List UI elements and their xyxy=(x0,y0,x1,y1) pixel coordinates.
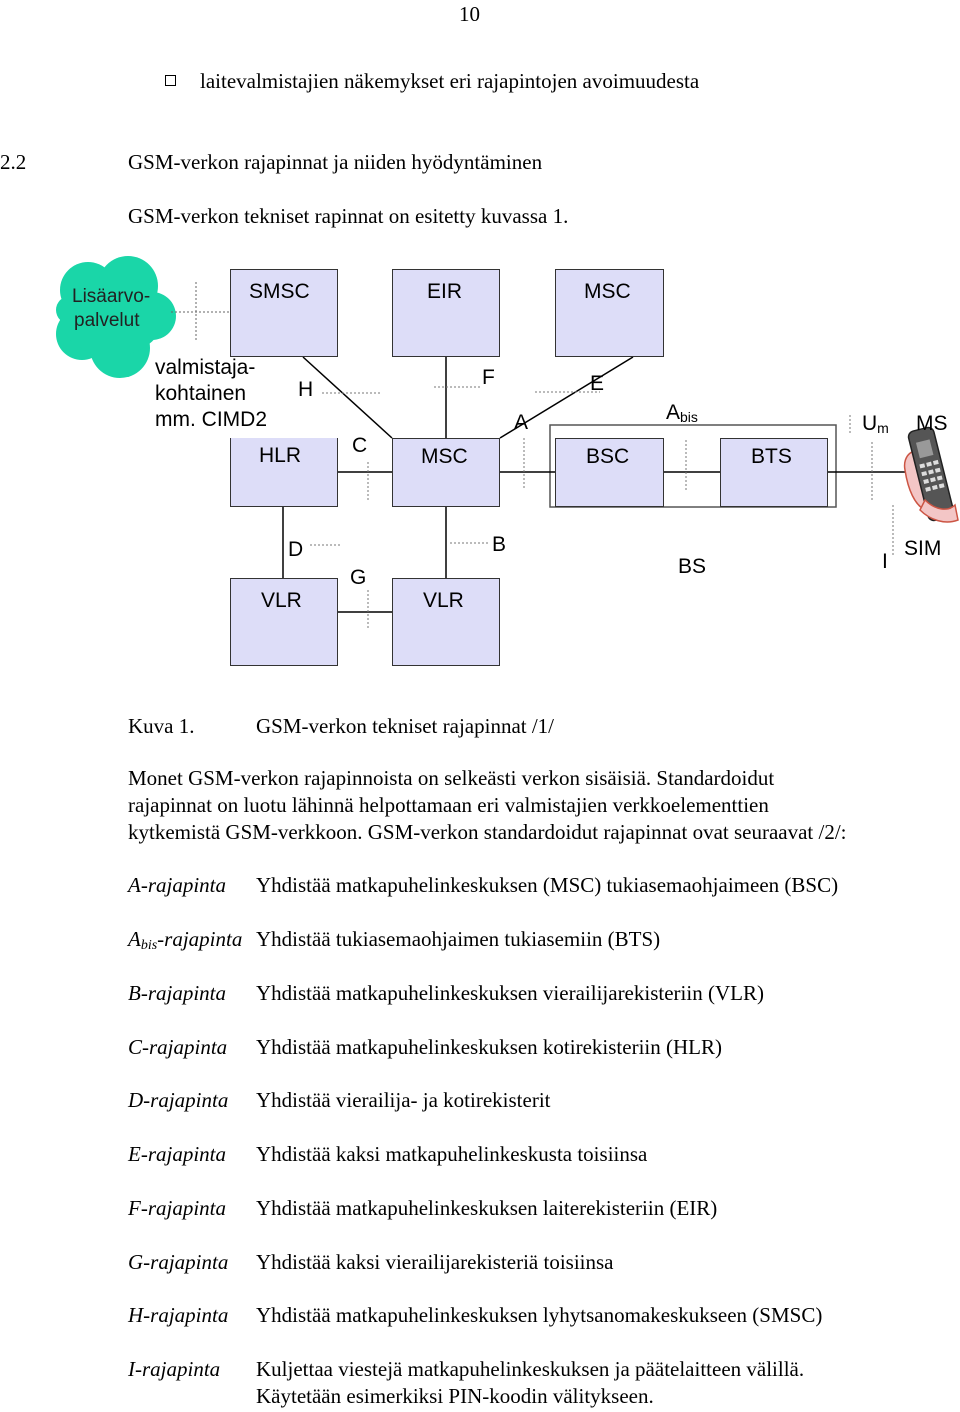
definition-text: Yhdistää matkapuhelinkeskuksen kotirekis… xyxy=(256,1035,722,1059)
hlr-label: HLR xyxy=(259,444,302,467)
paragraph-line-3: kytkemistä GSM-verkkoon. GSM-verkon stan… xyxy=(128,820,847,844)
vendor-label-line3: mm. CIMD2 xyxy=(155,408,267,431)
interface-a-label: A xyxy=(514,411,529,434)
intro-text: GSM-verkon tekniset rapinnat on esitetty… xyxy=(128,204,569,228)
ms-label: MS xyxy=(916,412,948,435)
mobile-phone-icon xyxy=(903,426,959,523)
bullet-checkbox-icon xyxy=(165,75,176,86)
bullet-text: laitevalmistajien näkemykset eri rajapin… xyxy=(200,69,700,93)
definition-term: E-rajapinta xyxy=(128,1142,226,1166)
definition-text: Yhdistää matkapuhelinkeskuksen (MSC) tuk… xyxy=(256,873,839,897)
vlr1-label: VLR xyxy=(261,589,302,612)
definition-term: H-rajapinta xyxy=(128,1303,229,1327)
bsc-box: BSC xyxy=(555,438,664,507)
interface-d-label: D xyxy=(288,538,304,561)
vendor-label-line1: valmistaja- xyxy=(155,356,256,379)
bts-label: BTS xyxy=(751,445,792,468)
cloud-shape xyxy=(56,256,176,378)
interface-b-label: B xyxy=(492,533,507,556)
cloud-label-line1: Lisäarvo- xyxy=(72,286,151,307)
vendor-label-line2: kohtainen xyxy=(155,382,247,405)
cloud-label-line2: palvelut xyxy=(74,310,140,331)
definition-term: B-rajapinta xyxy=(128,981,226,1005)
msc-mid-box: MSC xyxy=(392,438,500,507)
definition-term: A-rajapinta xyxy=(128,873,226,897)
definition-text: Yhdistää kaksi matkapuhelinkeskusta tois… xyxy=(256,1142,648,1166)
definition-text: Yhdistää kaksi vierailijarekisteriä tois… xyxy=(256,1250,614,1274)
msc-top-label: MSC xyxy=(584,280,631,303)
definition-text: Kuljettaa viestejä matkapuhelinkeskuksen… xyxy=(256,1357,805,1381)
smsc-label: SMSC xyxy=(249,280,310,303)
definition-text: Yhdistää matkapuhelinkeskuksen laitereki… xyxy=(256,1196,718,1220)
diagram-lines xyxy=(56,256,959,630)
caption-text: GSM-verkon tekniset rajapinnat /1/ xyxy=(256,714,555,738)
section-title: GSM-verkon rajapinnat ja niiden hyödyntä… xyxy=(128,150,543,174)
vlr2-label: VLR xyxy=(423,589,464,612)
paragraph-line-2: rajapinnat on luotu lähinnä helpottamaan… xyxy=(128,793,769,817)
section-number: 2.2 xyxy=(0,150,27,174)
paragraph-line-1: Monet GSM-verkon rajapinnoista on selkeä… xyxy=(128,766,775,790)
definition-term: G-rajapinta xyxy=(128,1250,229,1274)
definition-term: C-rajapinta xyxy=(128,1035,228,1059)
interface-g-label: G xyxy=(350,566,367,589)
definition-text-continued: Käytetään esimerkiksi PIN-koodin välityk… xyxy=(256,1384,654,1408)
definition-term: F-rajapinta xyxy=(128,1196,226,1220)
smsc-box: SMSC xyxy=(230,269,338,357)
interface-e-label: E xyxy=(590,372,605,395)
msc-mid-label: MSC xyxy=(421,445,468,468)
definition-text: Yhdistää tukiasemaohjaimen tukiasemiin (… xyxy=(256,927,661,951)
interface-h-label: H xyxy=(298,378,314,401)
interface-f-label: F xyxy=(482,366,495,389)
vlr1-box: VLR xyxy=(230,578,338,666)
bts-box: BTS xyxy=(720,438,828,507)
sim-label: SIM xyxy=(904,537,942,560)
page-number: 10 xyxy=(459,2,480,26)
interface-i-label: I xyxy=(882,550,888,573)
vlr2-box: VLR xyxy=(392,578,500,666)
bs-label: BS xyxy=(678,555,707,578)
interface-um-label: Um xyxy=(862,412,889,436)
caption-label: Kuva 1. xyxy=(128,714,195,738)
bsc-label: BSC xyxy=(586,445,630,468)
definition-text: Yhdistää matkapuhelinkeskuksen lyhytsano… xyxy=(256,1303,823,1327)
definition-term: I-rajapinta xyxy=(128,1357,221,1381)
definition-term: D-rajapinta xyxy=(128,1088,229,1112)
definition-text: Yhdistää vierailija- ja kotirekisterit xyxy=(256,1088,551,1112)
msc-top-box: MSC xyxy=(555,269,664,357)
definition-term: Abis-rajapinta xyxy=(128,927,243,953)
eir-label: EIR xyxy=(427,280,463,303)
hlr-box: HLR xyxy=(230,438,338,507)
definition-text: Yhdistää matkapuhelinkeskuksen vierailij… xyxy=(256,981,764,1005)
eir-box: EIR xyxy=(392,269,500,357)
interface-c-label: C xyxy=(352,434,368,457)
interface-abis-label: Abis xyxy=(666,401,698,425)
